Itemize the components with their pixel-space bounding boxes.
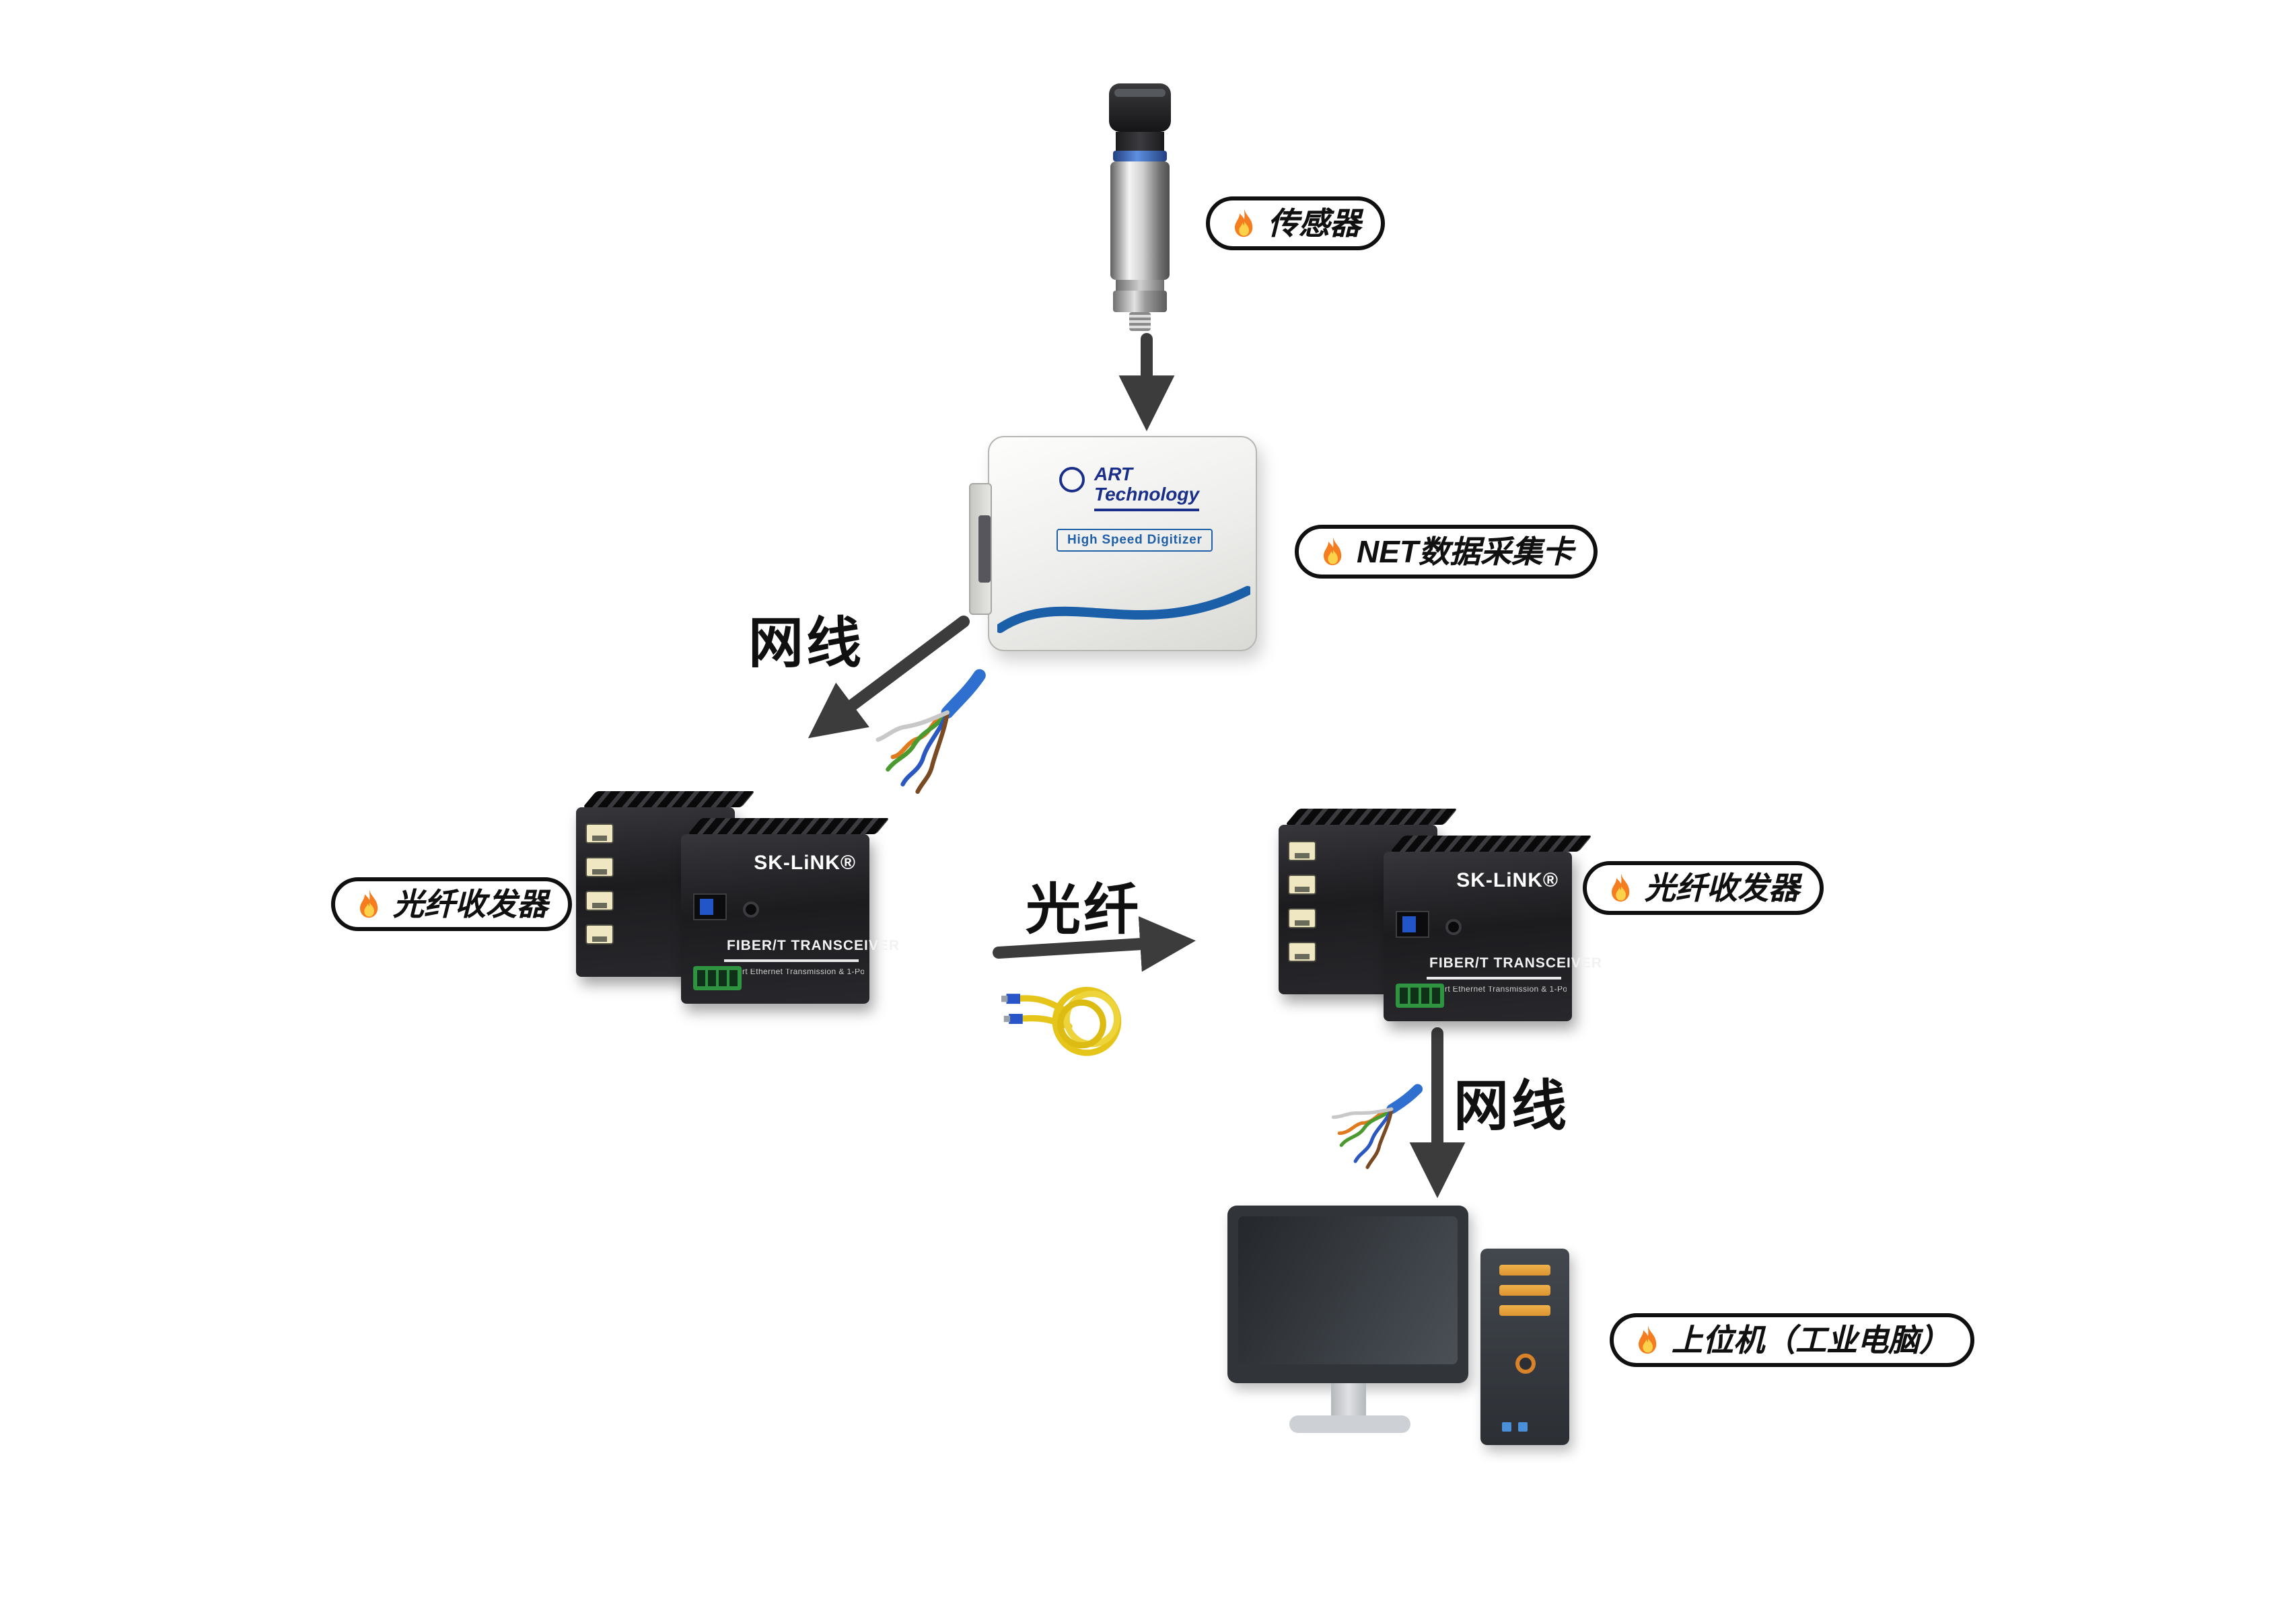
sensor-label-text: 传感器	[1268, 206, 1361, 241]
power-button-icon	[1515, 1354, 1536, 1374]
right-transceiver-label-text: 光纤收发器	[1645, 871, 1799, 906]
transceiver-front-unit: SK-LiNK® FIBER/T TRANSCEIVER 4-Port Ethe…	[681, 818, 899, 1004]
flame-icon	[1324, 536, 1342, 565]
sensor-thread	[1129, 312, 1151, 331]
edge-label-daq-to-left: 网线	[748, 612, 864, 674]
rj45-ports	[1288, 841, 1316, 962]
right-transceiver-label-pill: 光纤收发器	[1583, 861, 1824, 916]
divider-line	[724, 959, 859, 962]
daq-brand-line2: Technology	[1094, 483, 1200, 505]
pressure-sensor	[1093, 83, 1201, 331]
daq-brand-line1: ART	[1094, 463, 1133, 484]
rj45-port-icon	[585, 891, 614, 911]
fiber-transceiver-left: SK-LiNK® FIBER/T TRANSCEIVER 4-Port Ethe…	[576, 786, 899, 1012]
edge-label-right-to-host: 网线	[1454, 1075, 1569, 1137]
sensor-steel-body	[1110, 161, 1170, 280]
flame-icon	[1639, 1325, 1657, 1354]
host-label-text: 上位机（工业电脑）	[1672, 1323, 1950, 1358]
monitor-stand-base	[1289, 1415, 1410, 1433]
rj45-ports	[585, 823, 614, 945]
rj45-port-icon	[1288, 908, 1316, 928]
sensor-label-pill: 传感器	[1206, 196, 1385, 251]
vent-grill-icon	[582, 791, 756, 807]
monitor-screen	[1238, 1216, 1458, 1364]
transceiver-model-text: FIBER/T TRANSCEIVER	[1429, 955, 1603, 971]
sk-link-logo: SK-LiNK®	[754, 852, 856, 875]
drive-bay-icon	[1499, 1305, 1550, 1316]
rj45-port-icon	[1288, 841, 1316, 861]
drive-bays	[1499, 1265, 1550, 1316]
arrow-left-to-right-transceiver	[993, 916, 1196, 972]
daq-label-pill: NET数据采集卡	[1295, 525, 1598, 579]
terminal-block-icon	[693, 966, 742, 990]
arrow-daq-to-left-transceiver	[808, 616, 970, 739]
vent-grill-icon	[687, 818, 890, 834]
sensor-blue-ring	[1113, 151, 1167, 161]
sensor-cap-highlight	[1114, 89, 1166, 97]
rj45-port-icon	[1288, 942, 1316, 962]
rj45-port-icon	[585, 924, 614, 945]
fiber-sc-port-icon	[1396, 911, 1429, 938]
left-transceiver-label-pill: 光纤收发器	[331, 877, 572, 932]
monitor-stand-neck	[1331, 1383, 1366, 1415]
transceiver-spec-text: 4-Port Ethernet Transmission & 1-Port Op…	[724, 969, 864, 977]
transceiver-model-text: FIBER/T TRANSCEIVER	[727, 938, 900, 954]
sk-link-logo: SK-LiNK®	[1456, 869, 1559, 892]
vent-grill-icon	[1390, 836, 1593, 852]
daq-connector-port	[978, 515, 991, 583]
ethernet-cable-image-bottom	[1331, 1084, 1423, 1169]
edge-label-left-to-right: 光纤	[1026, 879, 1141, 940]
daq-device: ART Technology High Speed Digitizer	[969, 436, 1257, 651]
daq-swoosh-graphic	[997, 586, 1250, 633]
drive-bay-icon	[1499, 1265, 1550, 1276]
transceiver-front-unit: SK-LiNK® FIBER/T TRANSCEIVER 4-Port Ethe…	[1384, 836, 1602, 1021]
terminal-block-icon	[1396, 984, 1444, 1008]
left-transceiver-label-text: 光纤收发器	[393, 887, 548, 922]
power-jack-icon	[743, 901, 759, 918]
daq-label-text: NET数据采集卡	[1357, 534, 1573, 569]
rj45-port-icon	[585, 823, 614, 844]
art-technology-logo: ART Technology	[1059, 463, 1200, 511]
ethernet-cable-image-top	[875, 669, 986, 795]
art-logo-icon	[1059, 467, 1085, 492]
flame-icon	[1612, 873, 1630, 901]
power-jack-icon	[1445, 919, 1462, 935]
divider-line	[1427, 977, 1561, 980]
pc-tower	[1480, 1249, 1569, 1445]
fiber-sc-port-icon	[693, 893, 727, 920]
rj45-port-icon	[585, 857, 614, 877]
fiber-transceiver-right: SK-LiNK® FIBER/T TRANSCEIVER 4-Port Ethe…	[1279, 803, 1602, 1029]
rj45-port-icon	[1288, 875, 1316, 895]
sensor-hex-nut	[1113, 291, 1167, 312]
fiber-cable-image	[1001, 986, 1122, 1056]
host-label-pill: 上位机（工业电脑）	[1610, 1313, 1974, 1368]
vent-grill-icon	[1285, 809, 1458, 825]
sensor-collar	[1116, 132, 1164, 151]
sensor-shoulder	[1116, 280, 1164, 291]
host-computer	[1227, 1203, 1572, 1453]
daq-subtitle: High Speed Digitizer	[1057, 529, 1213, 552]
transceiver-spec-text: 4-Port Ethernet Transmission & 1-Port Op…	[1427, 986, 1567, 994]
flame-icon	[1235, 208, 1253, 237]
drive-bay-icon	[1499, 1285, 1550, 1296]
front-io-ports	[1502, 1422, 1528, 1432]
flame-icon	[360, 889, 378, 918]
